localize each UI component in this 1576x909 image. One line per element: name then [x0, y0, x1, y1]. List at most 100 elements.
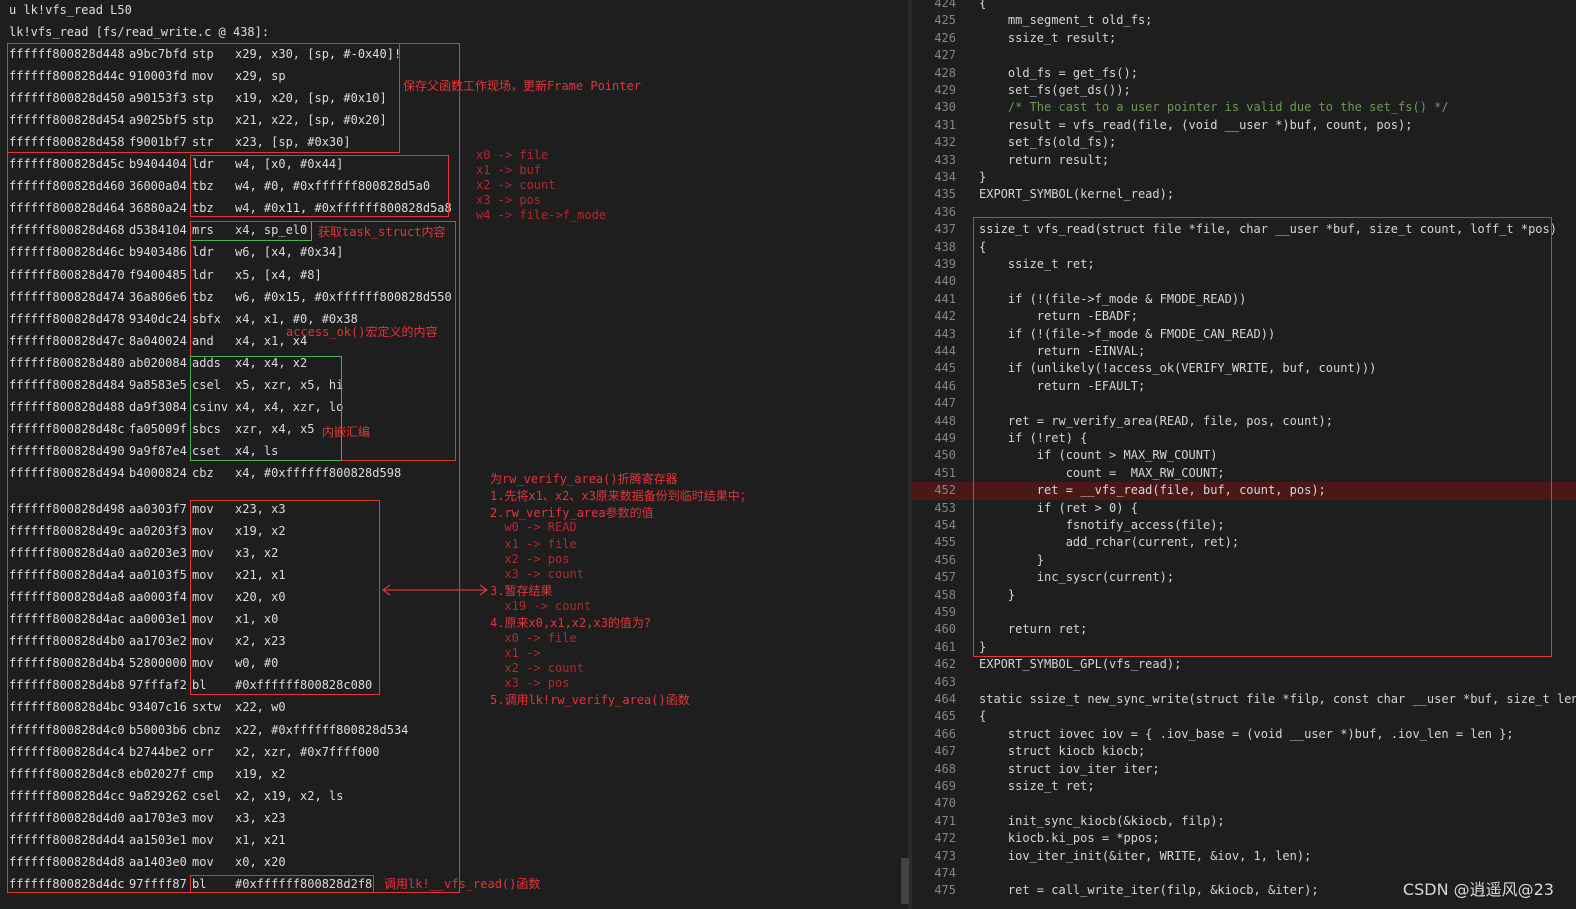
source-pane[interactable]: 424{425 mm_segment_t old_fs;426 ssize_t … [912, 0, 1576, 909]
source-line[interactable]: 453 if (ret > 0) { [912, 500, 1576, 517]
source-line[interactable]: 460 return ret; [912, 621, 1576, 638]
disasm-opcode: a9025bf5 [129, 113, 187, 128]
source-line[interactable]: 466 struct iovec iov = { .iov_base = (vo… [912, 726, 1576, 743]
source-line[interactable]: 431 result = vfs_read(file, (void __user… [912, 117, 1576, 134]
disasm-mnemonic: stp [192, 113, 214, 128]
source-line[interactable]: 467 struct kiocb kiocb; [912, 743, 1576, 760]
source-line[interactable]: 468 struct iov_iter iter; [912, 761, 1576, 778]
scrollbar-thumb[interactable] [901, 858, 909, 904]
disasm-operands: x1, x0 [235, 612, 279, 627]
source-line[interactable]: 427 [912, 47, 1576, 64]
disasm-opcode: fa05009f [129, 421, 187, 436]
source-line[interactable]: 469 ssize_t ret; [912, 778, 1576, 795]
source-line[interactable]: 449 if (!ret) { [912, 430, 1576, 447]
line-number: 462 [934, 657, 956, 672]
disasm-operands: x23, x3 [235, 502, 286, 516]
source-line[interactable]: 429 set_fs(get_ds()); [912, 82, 1576, 99]
disasm-mnemonic: ldr [192, 157, 214, 172]
source-line[interactable]: 472 kiocb.ki_pos = *ppos; [912, 830, 1576, 847]
disasm-opcode: 910003fd [129, 69, 187, 84]
source-line[interactable]: 448 ret = rw_verify_area(READ, file, pos… [912, 413, 1576, 430]
source-line[interactable]: 461} [912, 639, 1576, 656]
disasm-address: ffffff800828d498 [9, 502, 125, 516]
line-number: 457 [934, 570, 956, 585]
source-line[interactable]: 441 if (!(file->f_mode & FMODE_READ)) [912, 291, 1576, 308]
source-line[interactable]: 470 [912, 795, 1576, 812]
source-line[interactable]: 457 inc_syscr(current); [912, 569, 1576, 586]
source-line[interactable]: 451 count = MAX_RW_COUNT; [912, 465, 1576, 482]
line-number: 434 [934, 170, 956, 184]
line-number: 443 [934, 326, 956, 341]
disasm-operands: x19, x2 [235, 524, 286, 539]
line-number: 445 [934, 361, 956, 376]
source-line[interactable]: 433 return result; [912, 152, 1576, 169]
code-text: if (unlikely(!access_ok(VERIFY_WRITE, bu… [979, 361, 1377, 376]
source-line[interactable]: 426 ssize_t result; [912, 30, 1576, 47]
disasm-operands: x19, x20, [sp, #0x10] [235, 91, 387, 106]
source-line[interactable]: 434} [912, 169, 1576, 186]
note-reg-x0: x0 -> file [476, 148, 549, 162]
code-text: struct iov_iter iter; [979, 761, 1160, 776]
pane-divider[interactable] [908, 0, 912, 909]
line-number: 439 [934, 257, 956, 271]
source-line[interactable]: 444 return -EINVAL; [912, 343, 1576, 360]
disasm-address: ffffff800828d44c [9, 69, 125, 84]
line-number: 455 [934, 535, 956, 550]
disasm-mnemonic: csel [192, 377, 221, 392]
code-text: count = MAX_RW_COUNT; [979, 465, 1225, 480]
source-line[interactable]: 446 return -EFAULT; [912, 378, 1576, 395]
disasm-mnemonic: mov [192, 502, 214, 516]
source-line[interactable]: 430 /* The cast to a user pointer is val… [912, 99, 1576, 116]
code-text: if (!(file->f_mode & FMODE_READ)) [979, 291, 1247, 306]
source-line[interactable]: 463 [912, 674, 1576, 691]
source-line[interactable]: 456 } [912, 552, 1576, 569]
disassembly-pane[interactable]: u lk!vfs_read L50 lk!vfs_read [fs/read_w… [0, 0, 908, 909]
line-number: 471 [934, 813, 956, 828]
disasm-address: ffffff800828d448 [9, 47, 125, 61]
disasm-mnemonic: ldr [192, 267, 214, 282]
rw-verify-box [190, 500, 380, 695]
disasm-address: ffffff800828d454 [9, 113, 125, 128]
source-line[interactable]: 458 } [912, 587, 1576, 604]
disasm-address: ffffff800828d480 [9, 355, 125, 370]
disasm-opcode: 97fffaf2 [129, 678, 187, 693]
source-line[interactable]: 450 if (count > MAX_RW_COUNT) [912, 447, 1576, 464]
source-line[interactable]: 454 fsnotify_access(file); [912, 517, 1576, 534]
disasm-operands: x22, #0xffffff800828d534 [235, 722, 409, 737]
source-line[interactable]: 455 add_rchar(current, ret); [912, 534, 1576, 551]
source-line[interactable]: 428 old_fs = get_fs(); [912, 65, 1576, 82]
disasm-address: ffffff800828d4bc [9, 700, 125, 715]
source-line[interactable]: 439 ssize_t ret; [912, 256, 1576, 273]
source-line[interactable]: 438{ [912, 239, 1576, 256]
disasm-operands: x22, w0 [235, 700, 286, 715]
disasm-opcode: aa0103f5 [129, 568, 187, 583]
source-line[interactable]: 443 if (!(file->f_mode & FMODE_CAN_READ)… [912, 326, 1576, 343]
source-line[interactable]: 440 [912, 273, 1576, 290]
disasm-mnemonic: mov [192, 69, 214, 84]
source-line[interactable]: 474 [912, 865, 1576, 882]
disasm-address: ffffff800828d4b8 [9, 678, 125, 693]
source-line[interactable]: 452 ret = __vfs_read(file, buf, count, p… [912, 482, 1576, 500]
code-text: add_rchar(current, ret); [979, 535, 1240, 550]
source-line[interactable]: 471 init_sync_kiocb(&kiocb, filp); [912, 813, 1576, 830]
disasm-mnemonic: mov [192, 546, 214, 561]
source-line[interactable]: 459 [912, 604, 1576, 621]
source-line[interactable]: 424{ [912, 0, 1576, 12]
line-number: 437 [934, 222, 956, 237]
source-line[interactable]: 445 if (unlikely(!access_ok(VERIFY_WRITE… [912, 360, 1576, 377]
line-number: 428 [934, 65, 956, 80]
source-line[interactable]: 447 [912, 395, 1576, 412]
source-line[interactable]: 465{ [912, 708, 1576, 725]
source-line[interactable]: 425 mm_segment_t old_fs; [912, 12, 1576, 29]
line-number: 461 [934, 639, 956, 654]
disasm-operands: w4, #0, #0xffffff800828d5a0 [235, 179, 431, 194]
source-line[interactable]: 473 iov_iter_init(&iter, WRITE, &iov, 1,… [912, 848, 1576, 865]
source-line[interactable]: 475 ret = call_write_iter(filp, &kiocb, … [912, 882, 1576, 899]
source-line[interactable]: 436 [912, 204, 1576, 221]
source-line[interactable]: 442 return -EBADF; [912, 308, 1576, 325]
source-line[interactable]: 432 set_fs(old_fs); [912, 134, 1576, 151]
